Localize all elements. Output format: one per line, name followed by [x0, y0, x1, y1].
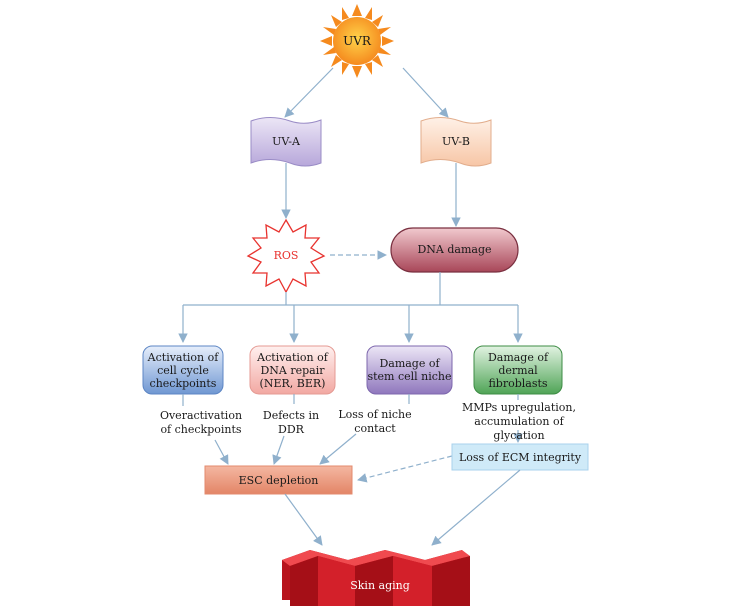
skin-aging-shape: [282, 550, 470, 606]
uvr-label: UVR: [343, 34, 371, 48]
fibroblasts-line1: Damage of: [487, 350, 549, 364]
ros-label: ROS: [273, 249, 299, 262]
mmps-annotation: MMPs upregulation, accumulation of glyca…: [448, 401, 590, 443]
uva-label: UV-A: [272, 135, 300, 148]
arrow-uvr-uva: [284, 67, 334, 118]
uvb-shape: [420, 117, 492, 167]
loss-niche-line1: Loss of niche: [338, 408, 412, 421]
fibroblasts-line3: fibroblasts: [488, 376, 548, 390]
cell-cycle-box: Activation of cell cycle checkpoints: [143, 346, 223, 394]
skin-aging-label: Skin aging: [350, 578, 410, 592]
dna-repair-box: Activation of DNA repair (NER, BER): [250, 346, 335, 394]
uvb-label: UV-B: [441, 135, 470, 148]
mmps-line2: accumulation of glycation: [474, 415, 564, 442]
loss-ecm-shape: [451, 443, 589, 471]
defects-line2: DDR: [278, 423, 304, 436]
dna-repair-line1: Activation of: [257, 350, 328, 364]
defects-line1: Defects in: [262, 409, 320, 422]
overactivation-annotation: Overactivation of checkpoints: [148, 409, 254, 437]
arrow-checkpoints-esc: [214, 439, 229, 465]
esc-depletion-shape: [204, 465, 353, 495]
dna-repair-line2: DNA repair: [260, 363, 325, 377]
uva-shape: [250, 117, 322, 167]
stem-niche-line2: stem cell niche: [367, 370, 452, 383]
overactivation-line2: of checkpoints: [160, 423, 242, 436]
arrow-niche-esc: [319, 433, 357, 465]
dna-damage-shape: [390, 227, 519, 273]
stem-niche-line1: Damage of: [379, 357, 440, 370]
overactivation-line1: Overactivation: [159, 409, 243, 422]
arrow-ddr-esc: [272, 435, 285, 465]
arrow-ecm-skin: [431, 469, 521, 546]
cell-cycle-line2: cell cycle: [157, 363, 209, 377]
mmps-line1: MMPs upregulation,: [461, 401, 576, 414]
sun-icon: [320, 4, 394, 78]
loss-ecm-box: Loss of ECM integrity: [458, 450, 582, 464]
arrow-esc-skin: [284, 493, 323, 546]
cell-cycle-line3: checkpoints: [149, 376, 217, 390]
dna-damage-label: DNA damage: [417, 243, 492, 256]
defects-annotation: Defects in DDR: [254, 409, 328, 437]
dna-repair-line3: (NER, BER): [259, 376, 326, 390]
fibroblasts-box: Damage of dermal fibroblasts: [474, 346, 562, 394]
stem-niche-box: Damage of stem cell niche: [367, 346, 452, 394]
fibroblasts-line2: dermal: [498, 363, 538, 377]
dna-repair-shape: [249, 345, 336, 395]
arrow-ecm-esc: [357, 455, 453, 483]
arrow-uvr-uvb: [402, 67, 449, 118]
cell-cycle-line1: Activation of: [147, 350, 219, 364]
loss-niche-line2: contact: [354, 422, 396, 435]
loss-niche-annotation: Loss of niche contact: [332, 408, 418, 436]
esc-depletion-box: ESC depletion: [238, 473, 319, 487]
